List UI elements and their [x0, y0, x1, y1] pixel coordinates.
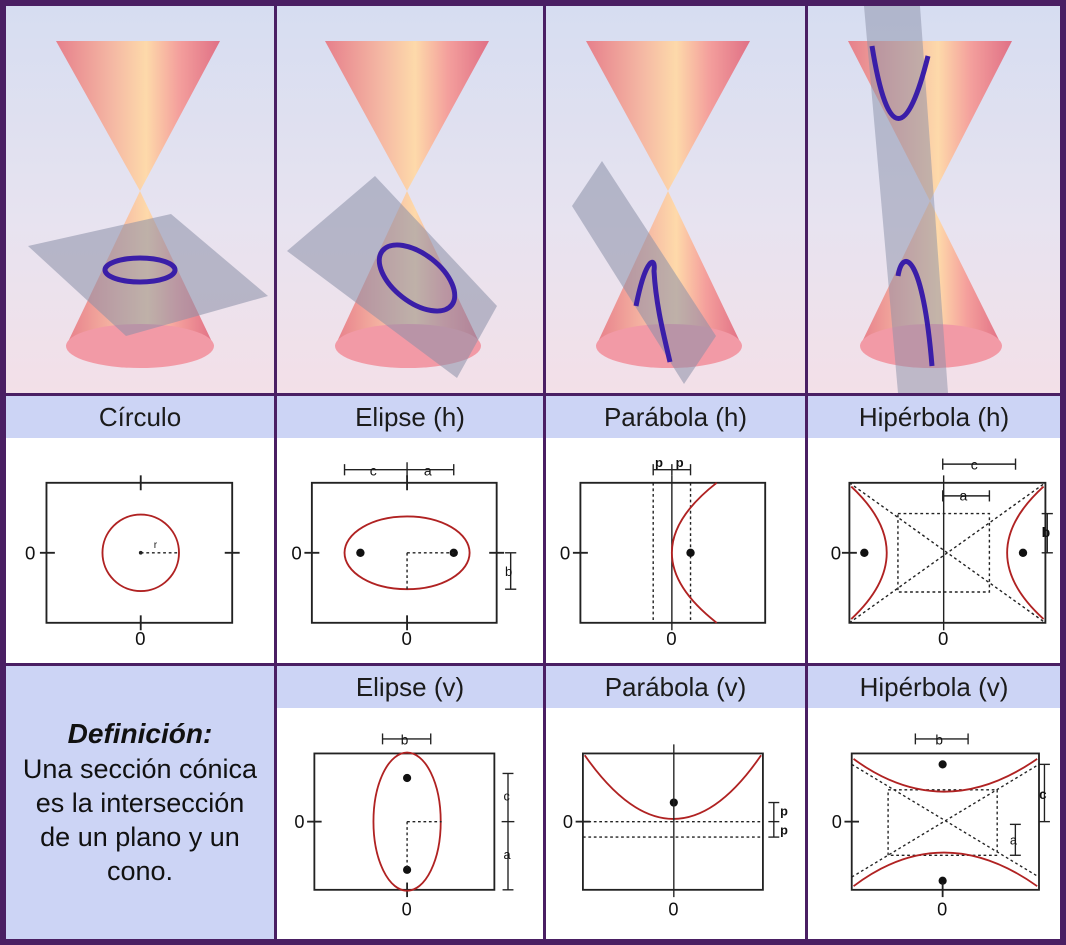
cell-circle: Círculo r 0 0 — [6, 396, 274, 663]
cone-cell-parabola — [546, 6, 805, 393]
ellipse-h-zero-y: 0 — [291, 542, 301, 563]
cone-hyperbola-illustration — [848, 6, 1012, 393]
ellipse-h-dim-c: c — [370, 462, 377, 478]
parabola-v-dim-p1: p — [780, 803, 788, 818]
cell-ellipse-h: Elipse (h) c a b 0 0 — [277, 396, 543, 663]
cell-hyperbola-v: Hipérbola (v) b c a 0 0 — [808, 666, 1060, 939]
hyperbola-h-diagram: c a b 0 0 — [831, 457, 1053, 648]
hyperbola-h-dim-c: c — [971, 457, 978, 473]
circle-zero-x: 0 — [135, 628, 145, 648]
hyperbola-v-zero-x: 0 — [937, 899, 947, 918]
title-hyperbola-h: Hipérbola (h) — [808, 396, 1060, 438]
parabola-h-diagram: p p 0 0 — [560, 455, 767, 648]
hyperbola-v-dim-a: a — [1010, 832, 1018, 847]
definition-title: Definición: — [67, 717, 213, 749]
grid-divider — [805, 6, 808, 939]
title-ellipse-h: Elipse (h) — [277, 396, 543, 438]
cone-cell-hyperbola — [808, 6, 1060, 393]
cone-circle-illustration — [28, 41, 268, 368]
hyperbola-h-zero-x: 0 — [938, 628, 948, 648]
ellipse-v-diagram: b c a 0 0 — [294, 732, 515, 918]
hyperbola-h-zero-y: 0 — [831, 542, 841, 563]
cell-hyperbola-h: Hipérbola (h) c a b 0 0 — [808, 396, 1060, 663]
parabola-h-zero-x: 0 — [666, 628, 676, 648]
title-ellipse-v: Elipse (v) — [277, 666, 543, 708]
ellipse-v-dim-b: b — [401, 732, 409, 747]
parabola-h-dim-p2: p — [676, 455, 684, 470]
hyperbola-v-dim-c: c — [1039, 787, 1047, 802]
parabola-v-dim-p2: p — [780, 822, 788, 837]
grid-divider — [6, 663, 1060, 666]
definition-panel: Definición: Una sección cónica es la int… — [6, 666, 274, 939]
cell-parabola-v: Parábola (v) p p 0 0 — [546, 666, 805, 939]
parabola-v-zero-x: 0 — [668, 899, 678, 918]
cell-ellipse-v: Elipse (v) b c a 0 0 — [277, 666, 543, 939]
cone-cell-ellipse — [277, 6, 543, 393]
ellipse-h-zero-x: 0 — [401, 628, 411, 648]
ellipse-v-zero-y: 0 — [294, 812, 304, 832]
ellipse-h-diagram: c a b 0 0 — [291, 462, 517, 648]
grid-divider — [274, 6, 277, 939]
grid-divider — [543, 6, 546, 939]
cone-cell-circle — [6, 6, 274, 393]
parabola-v-zero-y: 0 — [563, 812, 573, 832]
title-parabola-v: Parábola (v) — [546, 666, 805, 708]
parabola-h-dim-p1: p — [655, 455, 663, 470]
parabola-h-zero-y: 0 — [560, 542, 570, 563]
grid-divider — [6, 393, 1060, 396]
cone-parabola-illustration — [572, 41, 750, 384]
title-parabola-h: Parábola (h) — [546, 396, 805, 438]
ellipse-h-dim-b: b — [505, 564, 512, 579]
ellipse-v-dim-a: a — [503, 847, 511, 862]
hyperbola-v-dim-b: b — [935, 732, 943, 747]
cone-ellipse-illustration — [287, 41, 497, 378]
hyperbola-h-dim-a: a — [960, 488, 968, 504]
circle-zero-y: 0 — [25, 542, 35, 563]
ellipse-v-dim-c: c — [503, 789, 510, 804]
ellipse-h-dim-a: a — [424, 462, 432, 478]
hyperbola-v-diagram: b c a 0 0 — [832, 732, 1050, 918]
definition-text: Una sección cónica es la intersección de… — [22, 753, 258, 886]
circle-radius-label: r — [154, 540, 158, 551]
hyperbola-h-dim-b: b — [1042, 524, 1051, 540]
hyperbola-v-zero-y: 0 — [832, 812, 842, 832]
ellipse-v-zero-x: 0 — [402, 899, 412, 918]
title-circle: Círculo — [6, 396, 274, 438]
circle-diagram: r 0 0 — [25, 475, 240, 648]
parabola-v-diagram: p p 0 0 — [563, 744, 788, 918]
title-hyperbola-v: Hipérbola (v) — [808, 666, 1060, 708]
cell-parabola-h: Parábola (h) p p 0 0 — [546, 396, 805, 663]
